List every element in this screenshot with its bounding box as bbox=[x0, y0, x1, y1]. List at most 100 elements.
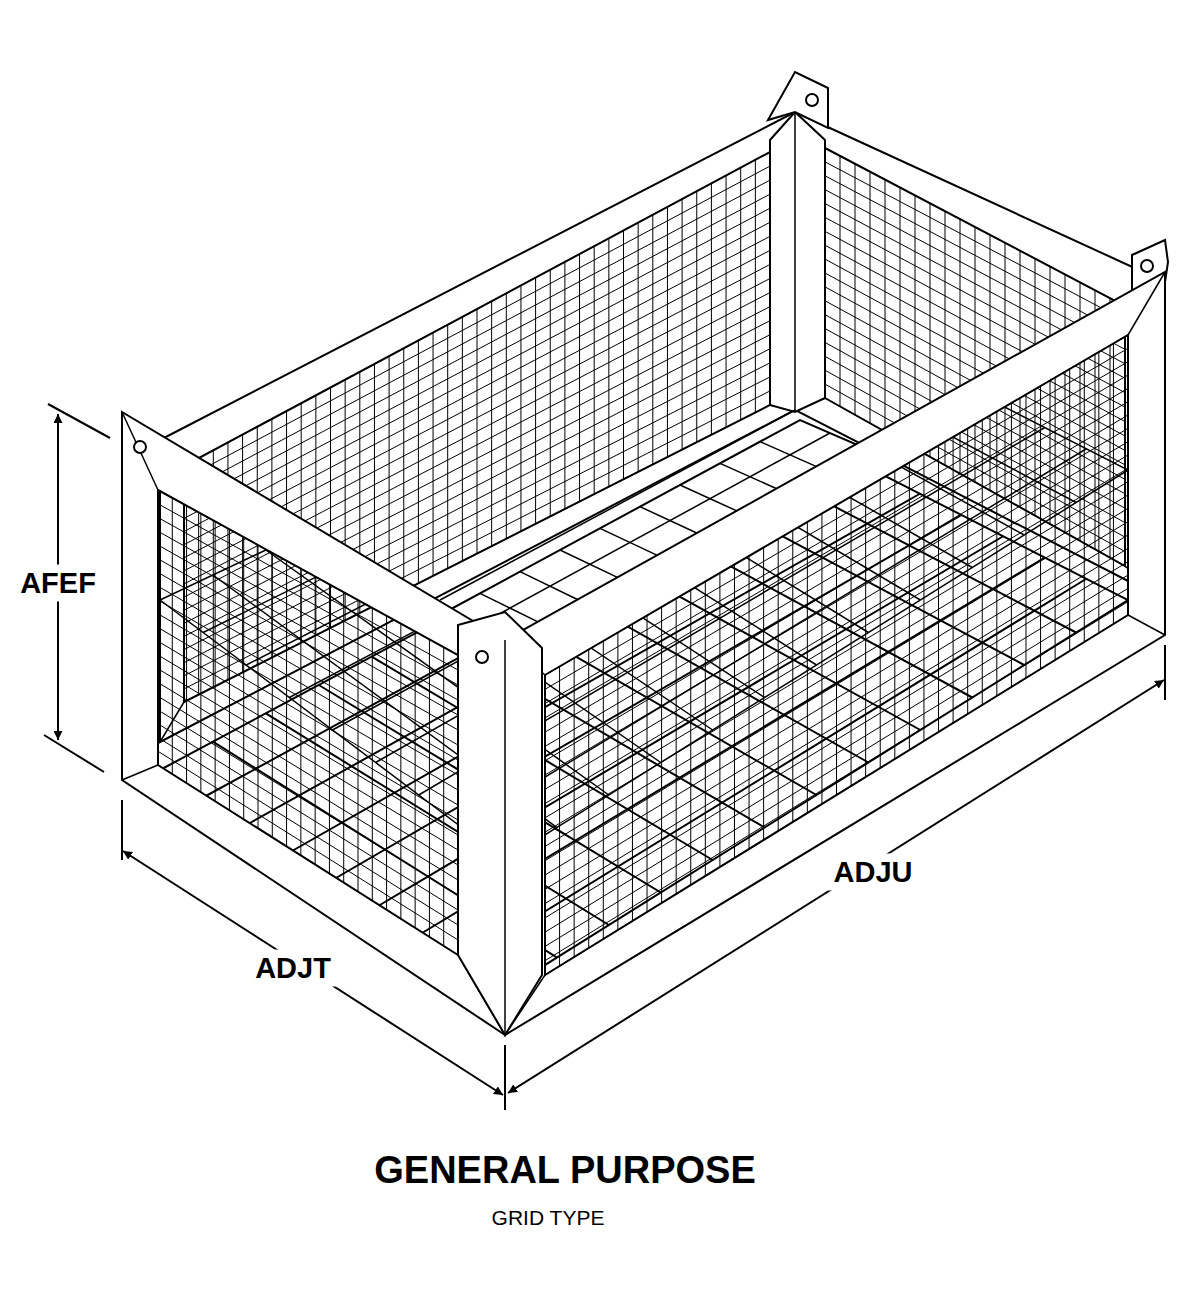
mesh-wire bbox=[836, 505, 837, 795]
figure-title: GENERAL PURPOSE bbox=[370, 1149, 759, 1192]
mesh-wire bbox=[559, 667, 560, 967]
mesh-wire bbox=[617, 633, 618, 931]
mesh-wire bbox=[1113, 344, 1114, 625]
bolt-hole bbox=[806, 94, 818, 106]
mesh-wire bbox=[821, 514, 822, 805]
mesh-wire bbox=[825, 287, 1125, 451]
mesh-wire bbox=[763, 548, 764, 841]
mesh-wire bbox=[647, 616, 648, 913]
mesh-wire bbox=[158, 655, 458, 835]
mesh-wire bbox=[938, 446, 939, 733]
lifting-tab bbox=[768, 72, 828, 128]
mesh-wire bbox=[158, 751, 458, 940]
mesh-wire bbox=[676, 599, 677, 895]
mesh-wire bbox=[545, 562, 1128, 918]
mesh-wire bbox=[1011, 403, 1012, 687]
mesh-wire bbox=[825, 148, 1125, 306]
mesh-wire bbox=[184, 166, 770, 479]
mesh-wire bbox=[603, 641, 604, 939]
mesh-wire bbox=[505, 470, 1128, 860]
dimension-label: AFEF bbox=[14, 565, 102, 602]
mesh-wire bbox=[545, 602, 1128, 961]
mesh-wire bbox=[851, 497, 852, 787]
mesh-wire bbox=[545, 348, 1128, 689]
mesh-wire bbox=[545, 675, 546, 975]
dimension-line bbox=[123, 851, 503, 1095]
frame-mitre bbox=[1128, 615, 1165, 635]
mesh-wire bbox=[574, 658, 575, 957]
mesh-wire bbox=[865, 488, 866, 777]
mesh-wire bbox=[982, 420, 983, 705]
mesh-wire bbox=[545, 495, 1128, 846]
mesh-wire bbox=[545, 575, 1128, 932]
extension-line bbox=[121, 800, 123, 860]
right-mesh bbox=[545, 335, 1128, 975]
mesh-wire bbox=[909, 463, 910, 751]
mesh-wire bbox=[545, 548, 1128, 903]
mesh-wire bbox=[158, 738, 458, 926]
mesh-wire bbox=[545, 375, 1128, 718]
mesh-wire bbox=[792, 531, 793, 823]
mesh-wire bbox=[1098, 352, 1099, 633]
figure-caption: GRID TYPE bbox=[488, 1206, 609, 1230]
mesh-wire bbox=[158, 628, 458, 806]
front-post-edge bbox=[504, 640, 506, 1035]
frame-mitre bbox=[122, 765, 158, 780]
mesh-wire bbox=[705, 582, 706, 877]
mesh-wire bbox=[158, 710, 458, 895]
mesh-wire bbox=[158, 765, 458, 955]
mesh-wire bbox=[880, 480, 881, 769]
mesh-wire bbox=[545, 535, 1128, 889]
mesh-wire bbox=[632, 624, 633, 921]
mesh-wire bbox=[749, 556, 750, 849]
mesh-wire bbox=[158, 545, 458, 715]
mesh-wire bbox=[588, 650, 589, 949]
mesh-wire bbox=[158, 669, 458, 850]
dimensions bbox=[44, 404, 1165, 1110]
mesh-wire bbox=[545, 508, 1128, 860]
bolt-hole bbox=[1141, 260, 1153, 272]
bolt-hole bbox=[134, 441, 146, 453]
dimension-label: ADJT bbox=[249, 950, 337, 987]
dimension-line bbox=[508, 680, 1164, 1093]
frame-mitre bbox=[1128, 272, 1165, 335]
mesh-wire bbox=[1128, 335, 1129, 615]
mesh-wire bbox=[545, 482, 1128, 832]
mesh-wire bbox=[545, 615, 1128, 975]
mesh-wire bbox=[734, 565, 735, 859]
mesh-wire bbox=[661, 607, 662, 903]
mesh-wire bbox=[545, 522, 1128, 875]
mesh-wire bbox=[545, 455, 1128, 804]
mesh-wire bbox=[545, 588, 1128, 946]
basket bbox=[122, 72, 1168, 1035]
mesh-wire bbox=[1055, 378, 1056, 661]
mesh-wire bbox=[1025, 395, 1026, 679]
mesh-wire bbox=[807, 522, 808, 813]
mesh-wire bbox=[1084, 361, 1085, 643]
mesh-wire bbox=[158, 518, 458, 686]
mesh-wire bbox=[1040, 386, 1041, 669]
mesh-wire bbox=[923, 454, 924, 741]
mesh-wire bbox=[289, 364, 920, 698]
extension-line bbox=[44, 735, 104, 772]
mesh-wire bbox=[996, 412, 997, 697]
mesh-wire bbox=[158, 683, 458, 866]
mesh-wire bbox=[967, 429, 968, 715]
mesh-wire bbox=[1069, 369, 1070, 651]
left-frame bbox=[122, 412, 505, 1035]
mesh-wire bbox=[953, 437, 954, 723]
frame-mitre bbox=[122, 412, 158, 490]
mesh-wire bbox=[894, 471, 895, 759]
mesh-wire bbox=[545, 402, 1128, 747]
mesh-wire bbox=[158, 600, 458, 775]
dimension-label: ADJU bbox=[828, 854, 919, 891]
back-post-edge bbox=[794, 112, 796, 412]
mesh-wire bbox=[158, 559, 458, 730]
mesh-wire bbox=[158, 573, 458, 746]
mesh-wire bbox=[545, 362, 1128, 704]
back-post bbox=[770, 112, 825, 412]
mesh-wire bbox=[690, 590, 691, 885]
mesh-wire bbox=[719, 573, 720, 867]
